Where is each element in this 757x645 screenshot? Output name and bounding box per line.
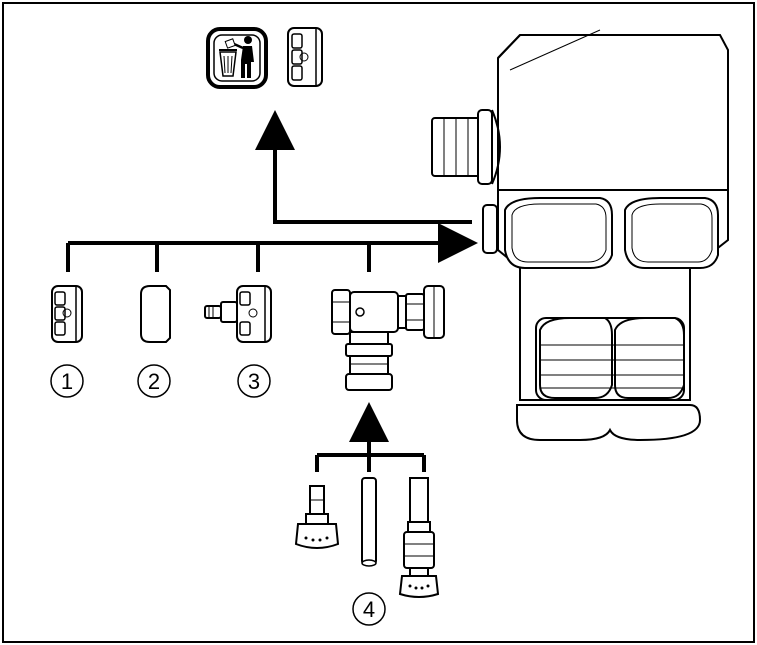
adapter-tube bbox=[361, 477, 377, 567]
label-3-text: 3 bbox=[248, 369, 260, 394]
label-4-text: 4 bbox=[363, 597, 375, 622]
option-1-plug bbox=[51, 285, 83, 343]
adapter-knurled-nipple bbox=[294, 485, 340, 549]
label-1: 1 bbox=[50, 364, 84, 398]
label-2: 2 bbox=[137, 364, 171, 398]
arrow-to-disposal bbox=[255, 110, 472, 224]
option-3-fitting bbox=[204, 285, 272, 343]
process-connection bbox=[535, 317, 685, 401]
label-1-text: 1 bbox=[61, 369, 73, 394]
removed-plug bbox=[287, 27, 323, 87]
sensor-device bbox=[431, 29, 729, 442]
adapter-threaded-fitting bbox=[398, 477, 440, 598]
label-4: 4 bbox=[352, 592, 386, 626]
flange bbox=[516, 404, 702, 442]
option-2-cap bbox=[140, 285, 171, 343]
label-2-text: 2 bbox=[148, 369, 160, 394]
arrow-lines bbox=[66, 110, 478, 472]
device-port bbox=[482, 204, 498, 254]
side-connector bbox=[431, 109, 501, 185]
trash-disposal-icon bbox=[206, 27, 268, 89]
label-3: 3 bbox=[237, 364, 271, 398]
option-4-t-adapter bbox=[331, 285, 445, 391]
